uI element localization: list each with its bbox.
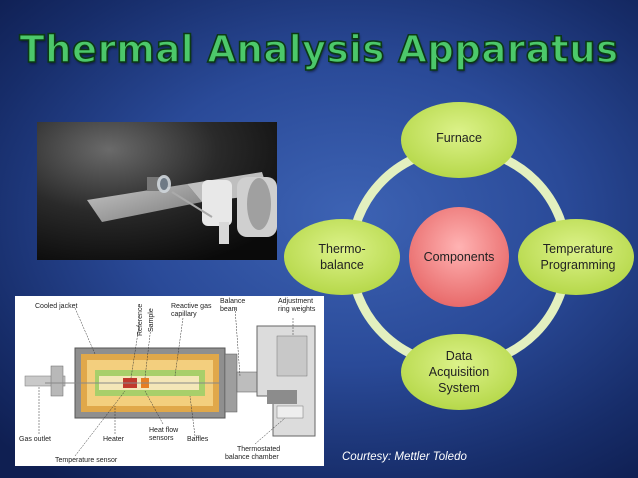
node-components xyxy=(409,207,509,307)
label-balance-1: Balance xyxy=(220,298,245,305)
label-heater: Heater xyxy=(103,436,125,443)
label-reactive-gas-1: Reactive gas xyxy=(171,303,212,310)
node-furnace xyxy=(401,102,517,178)
furnace-label: Furnace xyxy=(436,131,482,145)
courtesy-caption: Courtesy: Mettler Toledo xyxy=(342,451,467,463)
label-heat-flow-2: sensors xyxy=(149,435,174,442)
data-acquisition-label: Data Acquisition System xyxy=(409,348,509,396)
label-baffles: Baffles xyxy=(187,436,209,443)
thermobalance-label: Thermo- balance xyxy=(296,241,388,273)
components-label: Components xyxy=(423,250,495,264)
label-thermostated-2: balance chamber xyxy=(225,454,279,461)
label-heat-flow-1: Heat flow xyxy=(149,427,179,434)
temperature-programming-line-1: Temperature xyxy=(542,242,614,256)
apparatus-schematic: Cooled jacket Reference Sample Reactive … xyxy=(15,296,324,466)
label-reactive-gas-2: capillary xyxy=(171,311,197,318)
temperature-programming-label: Temperature Programming xyxy=(530,241,626,273)
label-adjustment-2: ring weights xyxy=(278,306,316,313)
label-temperature-sensor: Temperature sensor xyxy=(55,457,118,464)
label-sample: Sample xyxy=(148,308,155,332)
temperature-programming-line-2: Programming xyxy=(540,258,616,272)
node-thermobalance xyxy=(284,219,400,295)
data-acquisition-line-3: System xyxy=(438,381,480,395)
label-gas-outlet: Gas outlet xyxy=(19,436,51,443)
thermobalance-line-1: Thermo- xyxy=(318,242,366,256)
data-acquisition-line-1: Data xyxy=(445,349,473,363)
data-acquisition-line-2: Acquisition xyxy=(428,365,490,379)
label-adjustment-1: Adjustment xyxy=(278,298,313,305)
node-temperature-programming xyxy=(518,219,634,295)
label-balance-2: beam xyxy=(220,306,238,313)
node-data-acquisition xyxy=(401,334,517,410)
label-thermostated-1: Thermostated xyxy=(237,446,280,453)
thermobalance-line-2: balance xyxy=(320,258,364,272)
apparatus-photo xyxy=(37,122,277,260)
label-cooled-jacket: Cooled jacket xyxy=(35,303,77,310)
slide-title: Thermal Analysis Apparatus xyxy=(19,27,619,72)
label-reference: Reference xyxy=(137,304,144,336)
